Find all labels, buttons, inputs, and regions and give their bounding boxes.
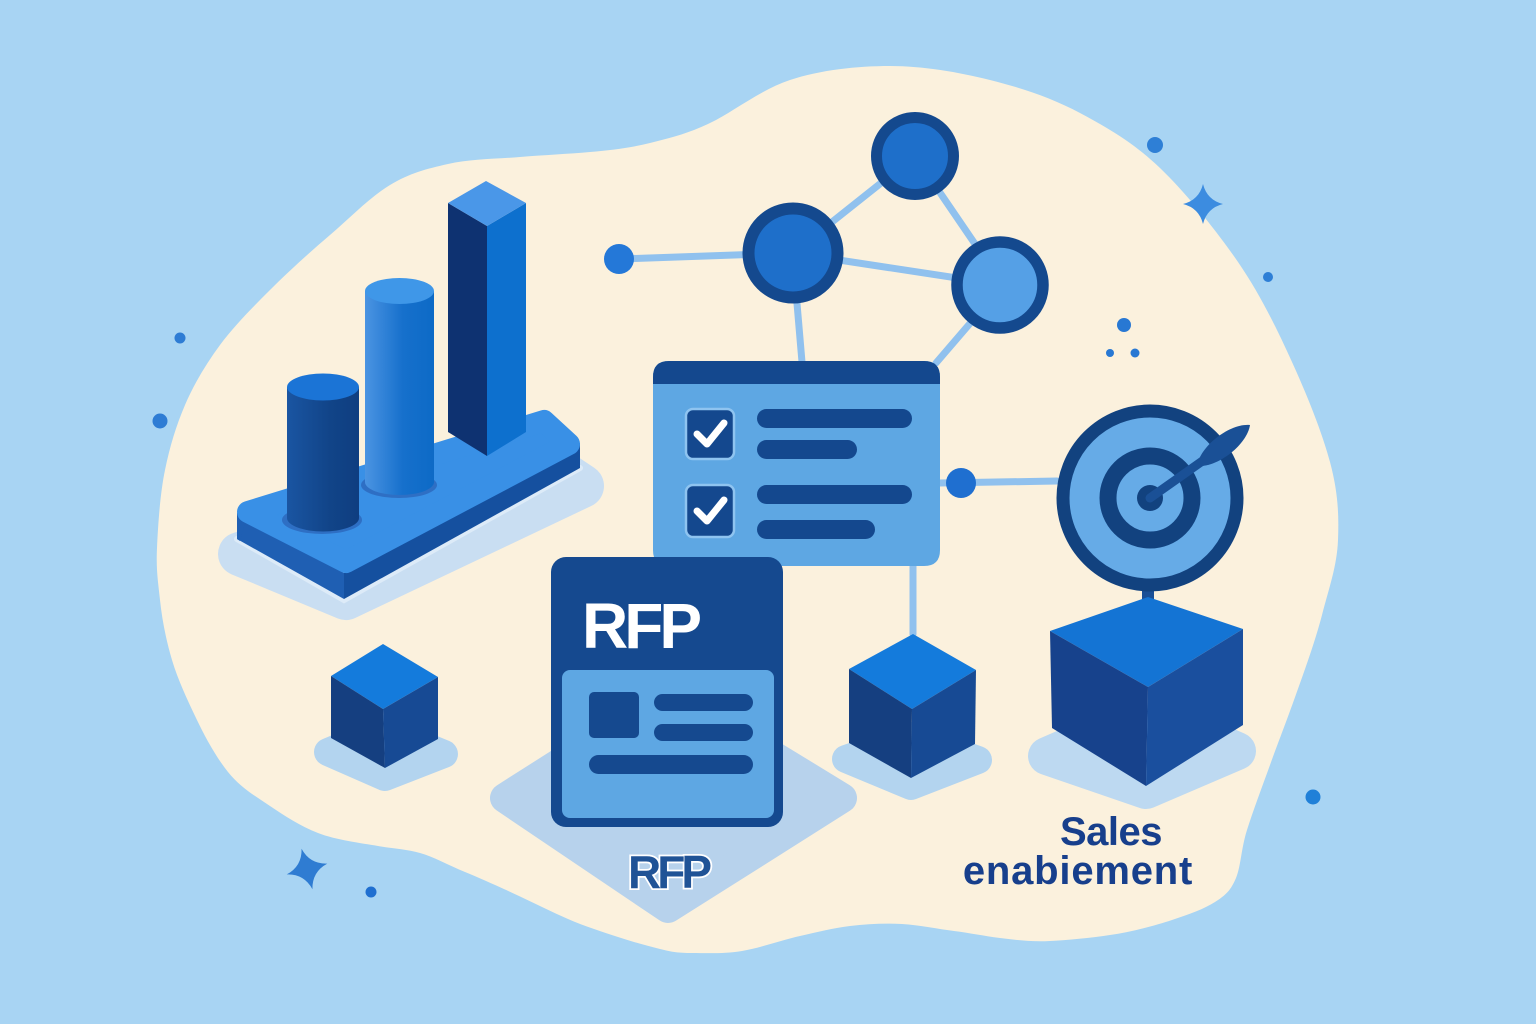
svg-text:RFP: RFP	[628, 846, 711, 898]
svg-text:Sales: Sales	[1060, 810, 1162, 854]
svg-text:enabiement: enabiement	[963, 849, 1193, 893]
svg-text:RFP: RFP	[582, 590, 700, 662]
